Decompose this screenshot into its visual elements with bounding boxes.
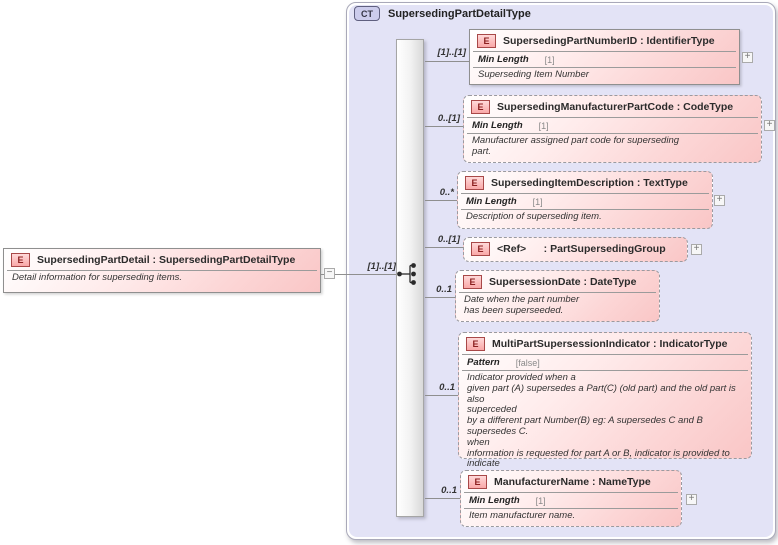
element-box-multi-part-supersession-indicator[interactable]: E MultiPartSupersessionIndicator : Indic…	[458, 332, 752, 491]
divider	[7, 270, 317, 271]
cardinality-label: 0..1	[439, 382, 455, 393]
cardinality-label-root: [1]..[1]	[367, 261, 397, 272]
facet-value: [1]	[532, 196, 543, 207]
element-description: Date when the part number has been super…	[464, 294, 580, 316]
divider	[467, 133, 758, 134]
element-box-supersession-date[interactable]: E SupersessionDate : DateType Date when …	[455, 270, 660, 322]
cardinality-label: 0..*	[439, 187, 454, 198]
element-box-superseding-manufacturer-part-code[interactable]: E SupersedingManufacturerPartCode : Code…	[463, 95, 762, 163]
facet-label: Min Length	[469, 495, 520, 506]
facet-label: Min Length	[466, 196, 517, 207]
element-badge-icon: E	[465, 176, 484, 190]
divider	[462, 354, 748, 355]
element-box-superseding-part-number-id[interactable]: E SupersedingPartNumberID : IdentifierTy…	[469, 29, 740, 85]
cardinality-label: 0..[1]	[437, 234, 460, 245]
facet-value: [1]	[544, 54, 555, 65]
expand-button[interactable]: +	[742, 52, 753, 63]
complex-type-title: SupersedingPartDetailType	[388, 7, 531, 20]
root-element-box[interactable]: E SupersedingPartDetail : SupersedingPar…	[3, 248, 321, 293]
element-badge-icon: E	[477, 34, 496, 48]
expand-button[interactable]: +	[764, 120, 775, 131]
connector-line	[321, 274, 401, 275]
divider	[473, 51, 736, 52]
divider	[467, 117, 758, 118]
connector-line	[425, 126, 463, 127]
complex-type-header: CT SupersedingPartDetailType	[354, 6, 531, 21]
connector-line	[425, 498, 460, 499]
element-badge-icon: E	[468, 475, 487, 489]
expand-button[interactable]: +	[691, 244, 702, 255]
collapse-button[interactable]: −	[324, 268, 335, 279]
connector-line	[425, 200, 457, 201]
element-description: Description of superseding item.	[466, 211, 602, 222]
divider	[464, 492, 678, 493]
element-title: SupersedingManufacturerPartCode : CodeTy…	[497, 101, 734, 113]
divider	[473, 67, 736, 68]
element-title: SupersessionDate : DateType	[489, 276, 637, 288]
complex-type-badge-icon: CT	[354, 6, 380, 21]
cardinality-label: [1]..[1]	[437, 47, 467, 58]
element-description: Manufacturer assigned part code for supe…	[472, 135, 680, 157]
cardinality-label: 0..1	[436, 284, 452, 295]
divider	[461, 193, 709, 194]
element-badge-icon: E	[471, 100, 490, 114]
facet-label: Min Length	[472, 120, 523, 131]
element-title: <Ref> : PartSupersedingGroup	[497, 243, 666, 255]
element-description: Superseding Item Number	[478, 69, 589, 80]
divider	[462, 370, 748, 371]
divider	[459, 292, 656, 293]
element-badge-icon: E	[463, 275, 482, 289]
element-description: Item manufacturer name.	[469, 510, 576, 521]
cardinality-label: 0..[1]	[437, 113, 460, 124]
facet-value: [1]	[538, 120, 549, 131]
divider	[461, 209, 709, 210]
element-box-manufacturer-name[interactable]: E ManufacturerName : NameType Min Length…	[460, 470, 682, 527]
element-title: SupersedingItemDescription : TextType	[491, 177, 688, 189]
element-box-ref-part-superseding-group[interactable]: E <Ref> : PartSupersedingGroup	[463, 237, 688, 262]
facet-label: Pattern	[467, 357, 500, 368]
facet-value: [1]	[535, 495, 546, 506]
element-title: SupersedingPartNumberID : IdentifierType	[503, 35, 715, 47]
connector-line	[425, 247, 463, 248]
element-title: ManufacturerName : NameType	[494, 476, 651, 488]
expand-button[interactable]: +	[686, 494, 697, 505]
facet-value: [false]	[515, 357, 540, 368]
element-badge-icon: E	[466, 337, 485, 351]
element-badge-icon: E	[471, 242, 490, 256]
cardinality-label: 0..1	[441, 485, 457, 496]
element-box-superseding-item-description[interactable]: E SupersedingItemDescription : TextType …	[457, 171, 713, 229]
element-title: MultiPartSupersessionIndicator : Indicat…	[492, 338, 728, 350]
facet-label: Min Length	[478, 54, 529, 65]
expand-button[interactable]: +	[714, 195, 725, 206]
connector-line	[425, 297, 455, 298]
connector-line	[425, 61, 469, 62]
element-description: Indicator provided when a given part (A)…	[467, 372, 736, 491]
root-element-title: SupersedingPartDetail : SupersedingPartD…	[37, 254, 296, 266]
sequence-icon	[397, 263, 416, 285]
divider	[464, 508, 678, 509]
element-badge-icon: E	[11, 253, 30, 267]
connector-line	[425, 395, 458, 396]
root-element-description: Detail information for superseding items…	[12, 272, 183, 283]
